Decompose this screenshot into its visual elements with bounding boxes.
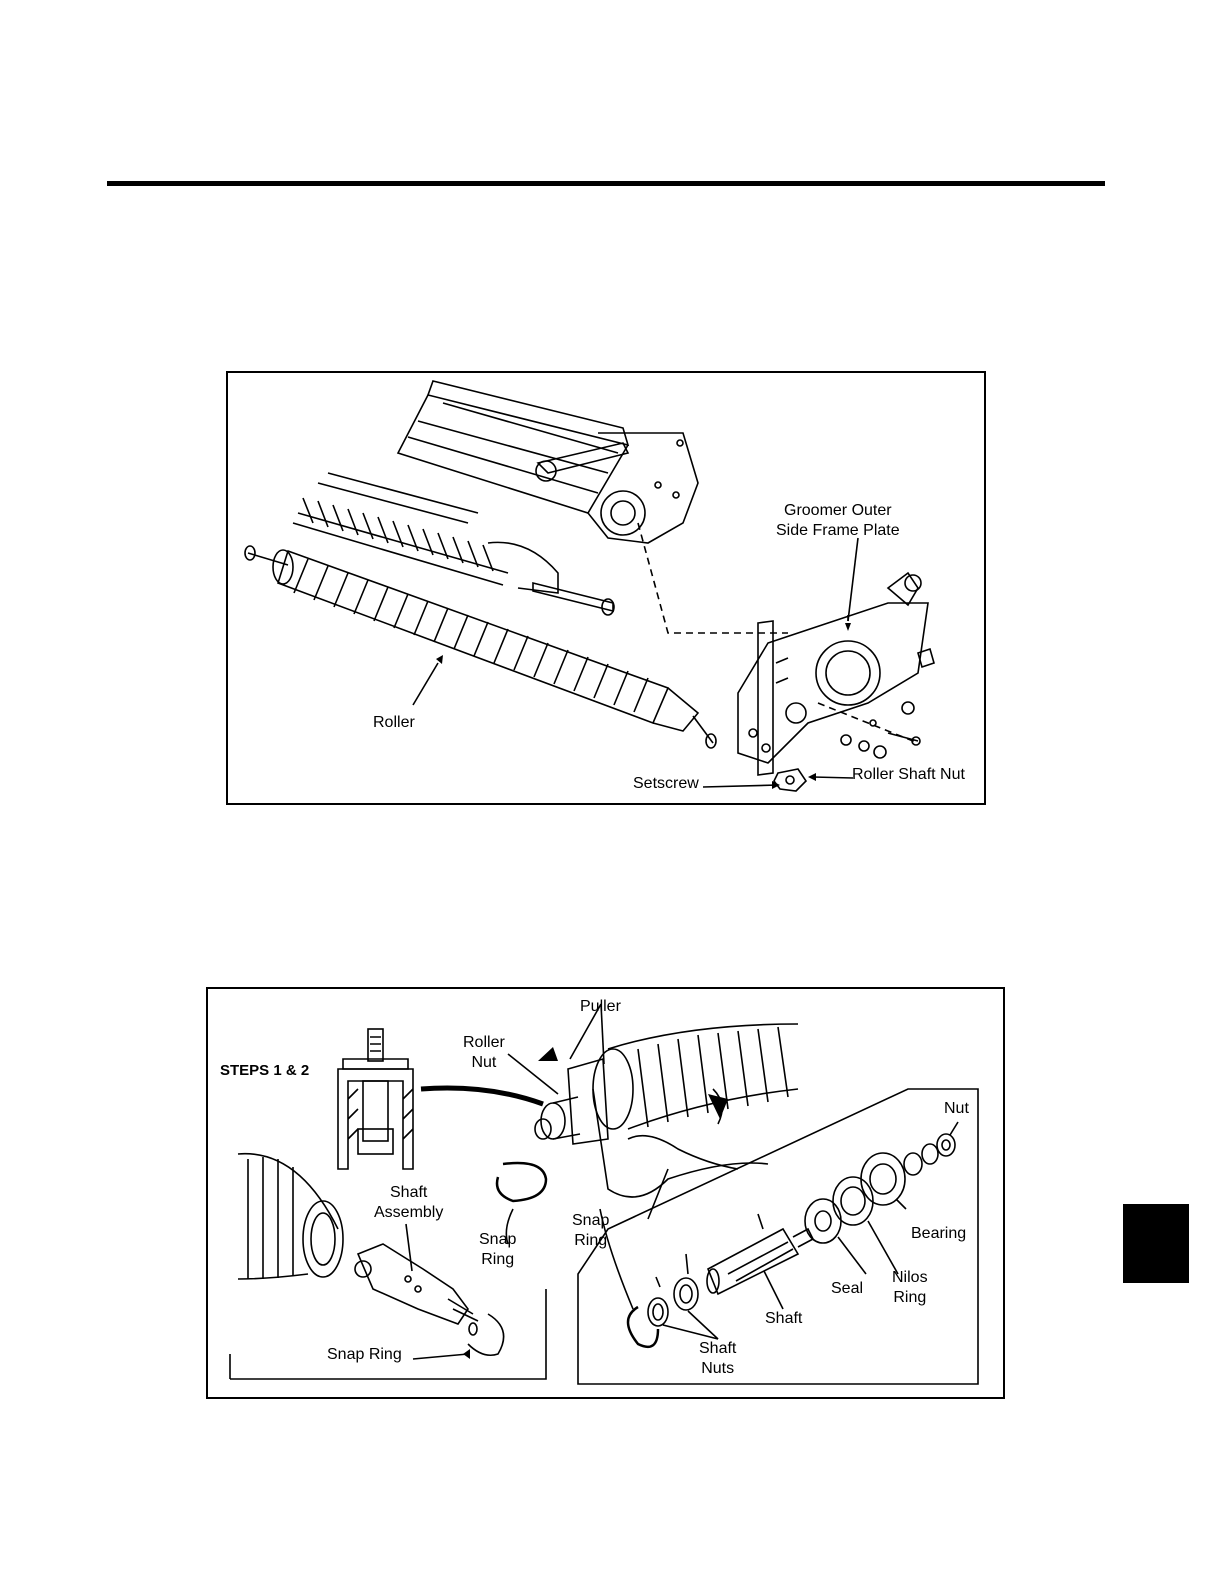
shaft-assembly-label: Shaft: [374, 1183, 443, 1203]
roller-removal-illustration: [228, 373, 984, 803]
shaft-nuts-label-2: Nuts: [699, 1359, 736, 1379]
snap-ring-label-c: Snap Ring: [327, 1345, 402, 1365]
shaft-assembly-drawing: [238, 1154, 504, 1356]
snap-ring-label-a-2: Ring: [479, 1250, 516, 1270]
roller-drawing: [245, 546, 716, 748]
roller-puller-drawing: [535, 1024, 798, 1219]
snap-ring-label-b-2: Ring: [572, 1231, 609, 1251]
roller-removal-figure: Groomer Outer Side Frame Plate Roller Se…: [226, 371, 986, 805]
shaft-nuts-label: Shaft: [699, 1339, 736, 1359]
puller-cutaway-drawing: [338, 1029, 543, 1169]
shaft-disassembly-illustration: [208, 989, 1003, 1397]
groomer-brush-drawing: [293, 473, 508, 585]
side-frame-plate-drawing: [738, 573, 934, 775]
alignment-dashed-line: [638, 523, 788, 633]
reel-frame-drawing: [398, 381, 698, 615]
puller-label: Puller: [580, 997, 621, 1017]
snap-ring-label-a: Snap: [479, 1230, 516, 1250]
steps-label: STEPS 1 & 2: [220, 1061, 309, 1081]
left-view-bracket: [230, 1289, 546, 1379]
section-tab-marker: [1123, 1204, 1189, 1283]
roller-nut-label-2: Nut: [463, 1053, 505, 1073]
shaft-disassembly-figure: STEPS 1 & 2 Puller Roller Nut Nut Shaft …: [206, 987, 1005, 1399]
leader-lines: [413, 538, 858, 787]
bearing-label: Bearing: [911, 1224, 966, 1244]
setscrew-label: Setscrew: [633, 774, 699, 794]
snap-ring-drawing: [497, 1163, 546, 1201]
nut-label: Nut: [944, 1099, 969, 1119]
shaft-assembly-label-2: Assembly: [374, 1203, 443, 1223]
groomer-plate-label: Groomer Outer: [776, 501, 900, 521]
nilos-ring-label: Nilos: [892, 1268, 928, 1288]
header-rule: [107, 181, 1105, 186]
groomer-plate-label-2: Side Frame Plate: [776, 521, 900, 541]
seal-label: Seal: [831, 1279, 863, 1299]
nilos-ring-label-2: Ring: [892, 1288, 928, 1308]
roller-nut-label: Roller: [463, 1033, 505, 1053]
shaft-label: Shaft: [765, 1309, 802, 1329]
snap-ring-label-b: Snap: [572, 1211, 609, 1231]
roller-shaft-nut-label: Roller Shaft Nut: [852, 765, 965, 785]
roller-label: Roller: [373, 713, 415, 733]
